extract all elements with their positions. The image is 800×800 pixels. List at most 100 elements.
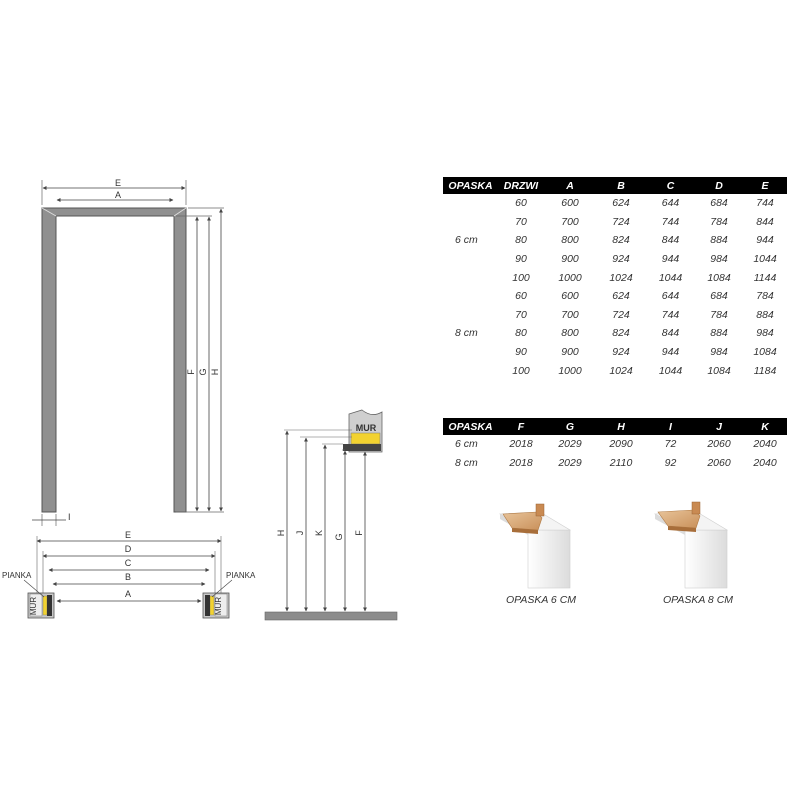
table-cell: 90 — [515, 346, 527, 359]
table-cell: 784 — [756, 290, 774, 303]
table-cell: 1184 — [753, 364, 777, 377]
frame-side-section: MUR H J K G F — [264, 409, 398, 621]
table-cell: 900 — [561, 346, 579, 359]
column-header: DRZWI — [498, 177, 544, 194]
table-row: 80 800 824 844 884 984 — [443, 324, 787, 343]
table-cell: 6 cm — [455, 438, 478, 451]
table-cell: 2060 — [707, 438, 731, 451]
table-cell: 60 — [515, 197, 527, 210]
table-cell: 984 — [710, 253, 728, 266]
side-label-k: K — [314, 530, 324, 536]
table-cell: 844 — [756, 215, 774, 228]
table-cell: 92 — [664, 456, 677, 469]
table-cell: 90 — [515, 253, 527, 266]
table-cell: 784 — [710, 215, 728, 228]
table-cell: 72 — [664, 438, 677, 451]
table-cell: 1000 — [558, 271, 582, 284]
table-cell: 844 — [661, 234, 680, 247]
table-cell: 1084 — [753, 346, 777, 359]
table-cell: 924 — [612, 346, 630, 359]
table-cell: 1084 — [707, 271, 731, 284]
table-row: 80 800 824 844 884 944 — [443, 231, 787, 250]
product-caption-8cm: OPASKA 8 CM — [663, 594, 734, 606]
table-cell: 624 — [612, 290, 630, 303]
column-header: C — [646, 177, 695, 194]
column-header: OPASKA — [443, 418, 498, 435]
table-cell: 1044 — [753, 253, 777, 266]
foam-label-right: PIANKA — [226, 571, 256, 580]
table-cell: 1024 — [609, 271, 633, 284]
table-cell: 700 — [561, 215, 579, 228]
table-cell: 884 — [710, 327, 728, 340]
table-cell: 744 — [756, 197, 774, 210]
plan-wall-left: MUR — [29, 597, 38, 615]
table-row: 100 1000 1024 1044 1084 1184 — [443, 361, 787, 380]
column-header: F — [498, 418, 544, 435]
column-header: H — [596, 418, 646, 435]
table-cell: 70 — [515, 215, 527, 228]
table-cell: 2090 — [609, 438, 633, 451]
dimensions-table-drzwi: OPASKA DRZWI A B C D E 6 cm 60 600 624 6… — [443, 177, 787, 380]
dimensions-table-heights: OPASKA F G H I J K 6 cm 2018 2029 2090 7… — [443, 418, 787, 472]
table-cell: 100 — [512, 364, 530, 377]
plan-label-e: E — [125, 530, 131, 540]
table-cell: 2040 — [753, 456, 777, 469]
table-cell: 900 — [561, 253, 579, 266]
table-cell: 1024 — [609, 364, 633, 377]
product-image-8cm — [653, 501, 729, 589]
table-cell: 2110 — [609, 456, 633, 469]
table-cell: 744 — [661, 215, 680, 228]
table-row: 6 cm 2018 2029 2090 72 2060 2040 — [443, 435, 787, 454]
plan-label-d: D — [125, 544, 132, 554]
dim-label-f: F — [186, 369, 196, 375]
dim-label-i: I — [68, 512, 71, 522]
column-header: K — [743, 418, 787, 435]
table-cell: 2018 — [509, 456, 533, 469]
table-row: 70 700 724 744 784 844 — [443, 213, 787, 232]
table-cell: 624 — [612, 197, 630, 210]
column-header: G — [544, 418, 596, 435]
side-label-j: J — [295, 531, 305, 536]
table-cell: 2029 — [558, 456, 582, 469]
table-cell: 684 — [710, 290, 728, 303]
table-header-row: OPASKA F G H I J K — [443, 418, 787, 435]
table-cell: 884 — [710, 234, 728, 247]
side-label-h: H — [276, 530, 286, 537]
column-header: J — [695, 418, 743, 435]
table-cell: 2060 — [707, 456, 731, 469]
group-label: 6 cm — [455, 234, 478, 247]
table-row: 8 cm 60 600 624 644 684 784 — [443, 287, 787, 339]
table-cell: 60 — [515, 290, 527, 303]
frame-front-view: E A F G H I — [32, 178, 224, 526]
plan-wall-right: MUR — [214, 597, 223, 615]
foam-label-left: PIANKA — [2, 571, 32, 580]
column-header: D — [695, 177, 743, 194]
table-cell: 80 — [515, 327, 527, 340]
table-cell: 644 — [661, 197, 680, 210]
table-cell: 1084 — [707, 364, 731, 377]
dim-label-h: H — [210, 369, 220, 376]
plan-label-c: C — [125, 558, 132, 568]
group-label: 8 cm — [455, 327, 478, 340]
column-header: A — [544, 177, 596, 194]
table-row: 70 700 724 744 784 884 — [443, 306, 787, 325]
table-cell: 1044 — [658, 271, 683, 284]
table-cell: 2029 — [558, 438, 582, 451]
table-cell: 8 cm — [455, 456, 478, 469]
table-cell: 744 — [661, 308, 680, 321]
table-cell: 70 — [515, 308, 527, 321]
dim-label-a: A — [115, 190, 121, 200]
table-cell: 784 — [710, 308, 728, 321]
dim-label-e: E — [115, 178, 121, 188]
table-row: 90 900 924 944 984 1044 — [443, 250, 787, 269]
table-row: 90 900 924 944 984 1084 — [443, 343, 787, 362]
plan-label-a: A — [125, 589, 131, 599]
side-label-g: G — [334, 533, 344, 540]
column-header: I — [646, 418, 695, 435]
table-cell: 684 — [710, 197, 728, 210]
table-cell: 2040 — [753, 438, 777, 451]
table-cell: 800 — [561, 327, 579, 340]
table-cell: 600 — [561, 197, 579, 210]
column-header: B — [596, 177, 646, 194]
table-cell: 844 — [661, 327, 680, 340]
